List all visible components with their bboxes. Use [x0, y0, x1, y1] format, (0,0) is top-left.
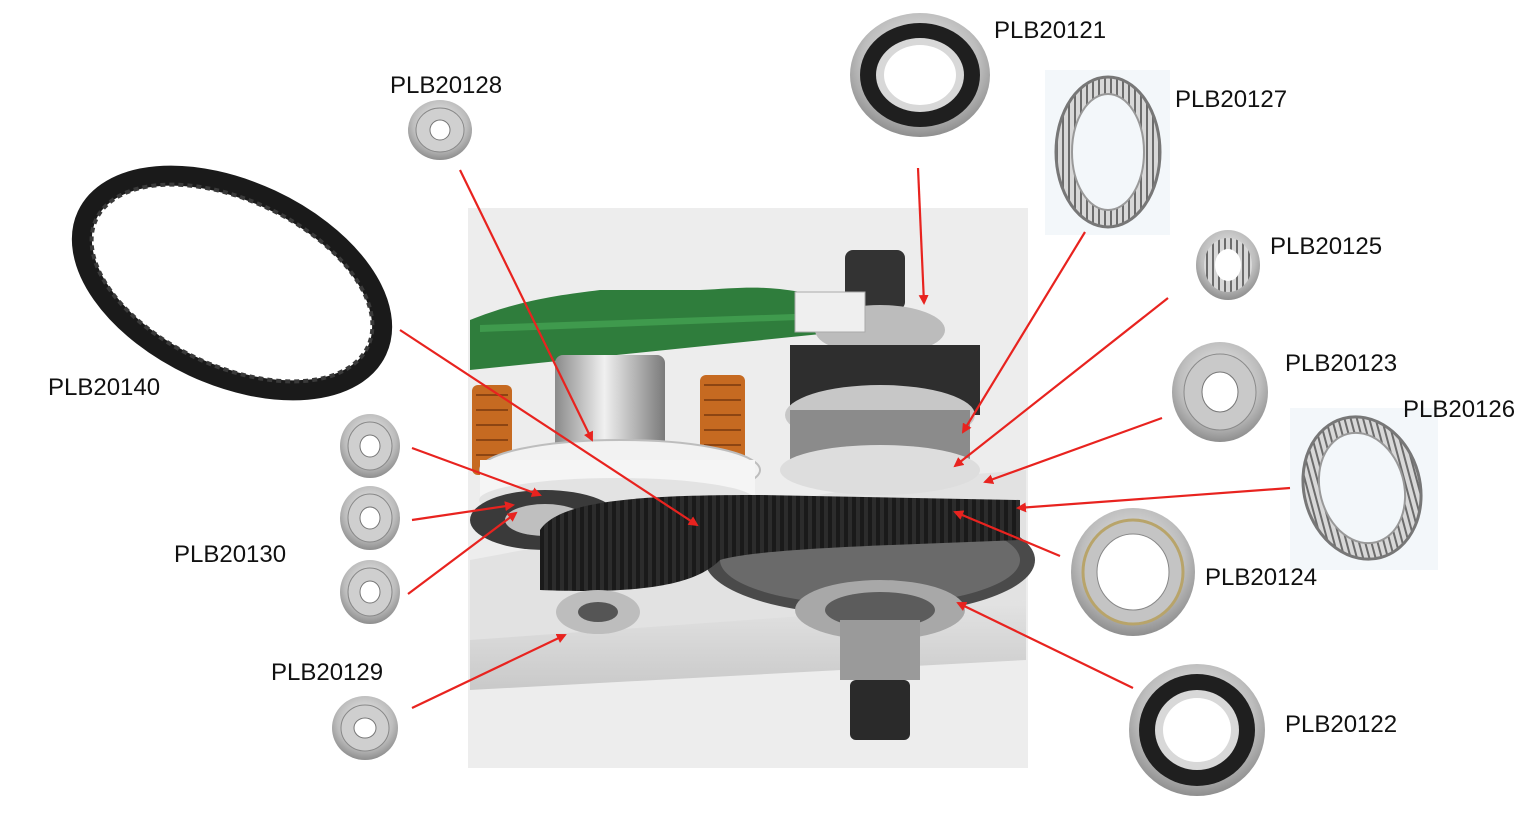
arrow-plb20124: [953, 510, 1061, 558]
label-plb20126: PLB20126: [1403, 396, 1516, 423]
label-plb20125: PLB20125: [1270, 233, 1383, 260]
arrow-plb20126: [1016, 486, 1291, 513]
bearing-plb20123-icon: [1172, 342, 1268, 442]
arrow-plb20127: [961, 231, 1086, 434]
bearing-plb20124-icon: [1071, 508, 1195, 636]
needle-bearing-plb20127-icon: [1045, 70, 1170, 235]
label-plb20129: PLB20129: [271, 659, 384, 686]
motor-cutaway: [468, 208, 1035, 768]
label-plb20124: PLB20124: [1205, 564, 1318, 591]
arrow-plb20130-1: [411, 446, 542, 497]
label-plb20123: PLB20123: [1285, 350, 1398, 377]
bearing-plb20129-icon: [332, 696, 398, 760]
arrow-plb20130-3: [407, 511, 518, 595]
label-plb20128: PLB20128: [390, 72, 503, 99]
arrow-plb20125: [953, 297, 1169, 468]
arrows: [399, 167, 1291, 709]
arrow-plb20129: [411, 633, 567, 709]
arrow-plb20140: [399, 329, 699, 527]
label-plb20122: PLB20122: [1285, 711, 1398, 738]
label-plb20140: PLB20140: [48, 374, 161, 401]
timing-belt-plb20140-icon: [71, 165, 393, 401]
bearing-plb20130-icon-3: [340, 560, 400, 624]
bearing-plb20128-icon: [408, 100, 472, 160]
needle-bearing-plb20125-icon: [1196, 230, 1260, 300]
bearing-plb20130-icon-2: [340, 486, 400, 550]
arrow-plb20121: [916, 167, 929, 305]
label-plb20127: PLB20127: [1175, 86, 1288, 113]
arrow-plb20130-2: [411, 501, 515, 522]
label-plb20130: PLB20130: [174, 541, 287, 568]
needle-bearing-plb20126-icon: [1290, 408, 1438, 570]
bearing-plb20122-icon: [1129, 664, 1265, 796]
arrow-plb20128: [459, 169, 593, 442]
bearing-plb20121-icon: [850, 13, 990, 137]
bearing-plb20130-icon-1: [340, 414, 400, 478]
arrow-plb20122: [956, 601, 1134, 689]
label-plb20121: PLB20121: [994, 17, 1107, 44]
arrow-plb20123: [983, 416, 1163, 484]
